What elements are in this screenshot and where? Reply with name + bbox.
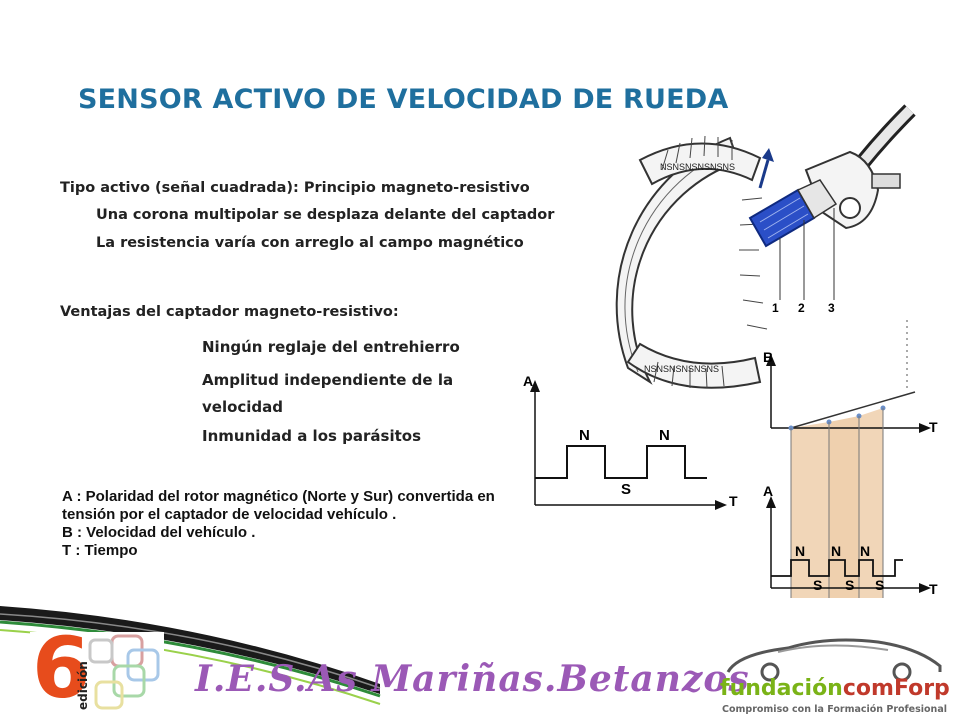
graph-right-top-x-label: T (929, 419, 938, 435)
advantages-heading: Ventajas del captador magneto-resistivo: (60, 304, 399, 320)
legend-b: B : Velocidad del vehículo . (62, 524, 256, 541)
graph-left: A T N N S (523, 373, 738, 510)
school-name: I.E.S.As Mariñas.Betanzos (195, 658, 750, 700)
graph-right-bottom-x-label: T (929, 581, 938, 597)
advantage-inmunidad: Inmunidad a los parásitos (202, 427, 422, 445)
foundation-logo: fundacióncomForp Compromiso con la Forma… (718, 632, 950, 718)
ring-letters-top: NSNSNSNSNSNS (660, 162, 735, 172)
edition-word: edición (76, 661, 90, 710)
graph-left-pulse-n1: N (579, 427, 590, 444)
graph-right-n2: N (831, 543, 841, 559)
edition-logo: 6 edición (30, 626, 164, 714)
part-number-2: 2 (798, 301, 805, 315)
graph-right-bottom-y-label: A (763, 483, 773, 499)
car-silhouette-icon (726, 638, 942, 682)
graph-left-x-label: T (729, 493, 738, 509)
part-number-1: 1 (772, 301, 779, 315)
sensor-diagram: NSNSNSNSNSNS NSNSNSNSNSNS 1 2 3 (615, 104, 916, 389)
graph-left-gap-s: S (621, 481, 631, 498)
graph-right-n1: N (795, 543, 805, 559)
bullet-corona: Una corona multipolar se desplaza delant… (96, 207, 555, 223)
graph-right-s3: S (875, 577, 884, 593)
legend-t: T : Tiempo (62, 542, 138, 559)
page-title: SENSOR ACTIVO DE VELOCIDAD DE RUEDA (78, 84, 729, 115)
foundation-tagline: Compromiso con la Formación Profesional (722, 704, 947, 715)
legend: A : Polaridad del rotor magnético (Norte… (62, 488, 520, 560)
foundation-brand: comForp (842, 676, 950, 701)
ring-letters-bottom: NSNSNSNSNSNS (644, 364, 719, 374)
type-line: Tipo activo (señal cuadrada): Principio … (60, 180, 530, 196)
part-number-3: 3 (828, 301, 835, 315)
legend-a: A : Polaridad del rotor magnético (Norte… (62, 488, 495, 523)
graph-left-y-label: A (523, 373, 533, 389)
graph-left-pulse-n2: N (659, 427, 670, 444)
graph-right: B T A T N N N S S S (763, 320, 938, 598)
foundation-prefix: fundación (720, 676, 843, 701)
graph-right-top-y-label: B (763, 349, 773, 365)
advantage-amplitud: Amplitud independiente de la velocidad (202, 371, 454, 416)
graph-right-n3: N (860, 543, 870, 559)
edition-number: 6 (32, 619, 91, 717)
bullet-resistencia: La resistencia varía con arreglo al camp… (96, 235, 524, 251)
graph-right-s1: S (813, 577, 822, 593)
advantage-entrehierro: Ningún reglaje del entrehierro (202, 338, 460, 356)
graph-right-s2: S (845, 577, 854, 593)
